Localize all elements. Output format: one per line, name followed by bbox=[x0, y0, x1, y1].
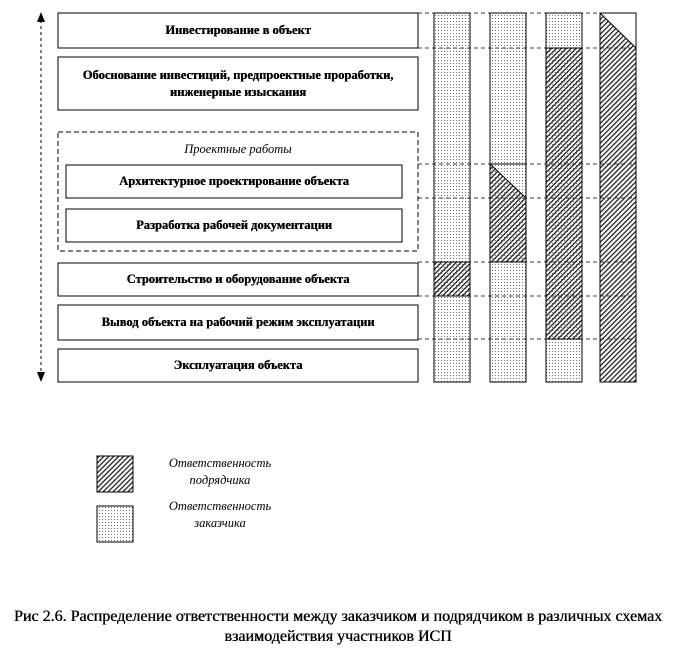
stage-box-justification bbox=[57, 56, 419, 111]
contractor-segment bbox=[546, 48, 582, 339]
stage-box-commissioning bbox=[57, 304, 419, 341]
timeline-arrow bbox=[37, 12, 45, 382]
legend-label-customer: Ответственность заказчика bbox=[168, 499, 272, 530]
label-architectural: Архитектурное проектирование объекта bbox=[119, 174, 349, 188]
stage-box-investment bbox=[57, 12, 419, 49]
contractor-segment bbox=[434, 262, 470, 296]
stage-box-construction bbox=[57, 262, 419, 297]
stage-box-operation bbox=[57, 348, 419, 383]
label-construction: Строительство и оборудование объекта bbox=[126, 272, 350, 286]
label-commissioning: Вывод объекта на рабочий режим эксплуата… bbox=[101, 315, 375, 329]
scheme-column-3 bbox=[545, 12, 583, 383]
label-design-group: Проектные работы bbox=[184, 142, 292, 156]
scheme-column-4 bbox=[599, 12, 637, 383]
stage-boxes bbox=[57, 12, 419, 383]
legend-swatch-contractor bbox=[96, 455, 134, 493]
label-working-docs: Разработка рабочей документации bbox=[135, 218, 333, 232]
stage-box-working-docs bbox=[65, 208, 403, 243]
stage-box-architectural bbox=[65, 164, 403, 199]
contractor-segment bbox=[600, 13, 636, 382]
legend-label-contractor: Ответственность подрядчика bbox=[168, 456, 272, 487]
scheme-column-1 bbox=[433, 12, 471, 383]
legend-swatch-customer bbox=[96, 505, 134, 543]
label-justification: Обоснование инвестиций, предпроектные пр… bbox=[82, 67, 394, 99]
contractor-segment bbox=[490, 164, 526, 262]
scheme-column-2 bbox=[489, 12, 527, 383]
label-operation: Эксплуатация объекта bbox=[173, 358, 303, 372]
legend bbox=[96, 455, 134, 543]
label-investment: Инвестирование в объект bbox=[165, 23, 311, 37]
figure-caption: Рис 2.6. Распределение ответственности м… bbox=[13, 608, 663, 645]
